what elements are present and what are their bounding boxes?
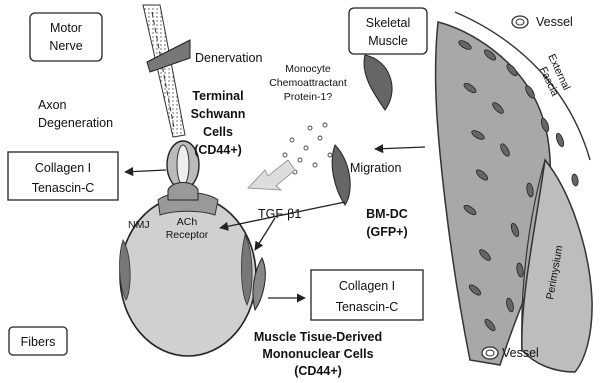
motor-nerve	[143, 5, 190, 137]
label-motor-nerve-1: Motor	[50, 21, 82, 35]
label-tgf-beta1: TGF-β1	[258, 207, 301, 221]
vessel-icon-top	[512, 16, 528, 28]
label-motor-nerve-2: Nerve	[49, 39, 82, 53]
label-schwann-2: Schwann	[191, 107, 246, 121]
label-schwann-4: (CD44+)	[194, 143, 242, 157]
label-collagen-right-2: Tenascin-C	[336, 300, 399, 314]
vessel-icon-bottom	[482, 347, 498, 359]
label-mcp1-3: Protein-1?	[284, 91, 333, 103]
label-bmdc-1: BM-DC	[366, 207, 408, 221]
label-axon-degeneration-2: Degeneration	[38, 116, 113, 130]
label-fibers: Fibers	[21, 335, 56, 349]
chemoattractant-arrow	[248, 160, 295, 190]
label-ach-1: ACh	[177, 216, 198, 228]
label-vessel-bottom: Vessel	[502, 346, 539, 360]
label-mononuclear-1: Muscle Tisue-Derived	[254, 330, 382, 344]
label-nmj: NMJ	[128, 219, 150, 231]
label-mcp1-1: Monocyte	[285, 63, 331, 75]
label-collagen-left-1: Collagen I	[35, 161, 91, 175]
label-schwann-3: Cells	[203, 125, 233, 139]
skeletal-muscle-tissue	[436, 12, 593, 372]
label-skeletal-muscle-2: Muscle	[368, 34, 408, 48]
label-vessel-top: Vessel	[536, 15, 573, 29]
label-collagen-left-2: Tenascin-C	[32, 181, 95, 195]
label-schwann-1: Terminal	[192, 89, 243, 103]
label-migration: Migration	[350, 161, 401, 175]
label-mononuclear-3: (CD44+)	[294, 364, 342, 378]
label-axon-degeneration-1: Axon	[38, 98, 67, 112]
label-denervation: Denervation	[195, 51, 262, 65]
label-mononuclear-2: Mononuclear Cells	[262, 347, 373, 361]
label-skeletal-muscle-1: Skeletal	[366, 16, 410, 30]
label-mcp1-2: Chemoattractant	[269, 77, 347, 89]
label-ach-2: Receptor	[166, 229, 209, 241]
label-bmdc-2: (GFP+)	[366, 225, 407, 239]
label-collagen-right-1: Collagen I	[339, 279, 395, 293]
